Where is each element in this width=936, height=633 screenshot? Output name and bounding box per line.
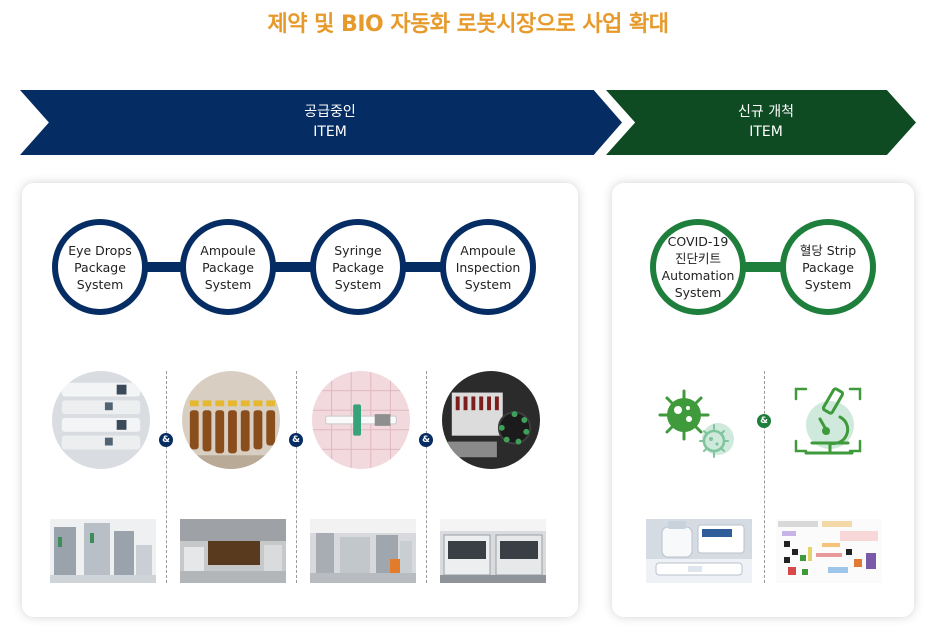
dashed-separator (764, 371, 765, 583)
item-label: Ampoule Inspection System (455, 242, 521, 292)
circle-connector-bar (698, 262, 828, 272)
new-banner-line1: 신규 개척 (738, 104, 794, 120)
ampersand-badge: & (419, 433, 433, 447)
item-label: COVID-19 진단키트 Automation System (661, 234, 735, 300)
item-label: 혈당 Strip Package System (799, 242, 857, 292)
ampoule-inspection-equipment-photo (440, 519, 546, 583)
ampersand-badge: & (159, 433, 173, 447)
item-circle-blood-glucose-strip[interactable]: 혈당 Strip Package System (780, 219, 876, 315)
ampoule-equipment-photo (180, 519, 286, 583)
current-banner-line1: 공급중인 (304, 104, 356, 120)
current-banner-line2: ITEM (313, 124, 347, 140)
ampersand-badge: & (289, 433, 303, 447)
new-items-panel: COVID-19 진단키트 Automation System 혈당 Strip… (612, 183, 914, 617)
syringe-product-photo (312, 371, 410, 469)
item-circle-eye-drops[interactable]: Eye Drops Package System (52, 219, 148, 315)
blood-strip-process-photo (776, 519, 882, 583)
item-label: Syringe Package System (332, 242, 384, 292)
ampoule-product-photo (182, 371, 280, 469)
dashed-separator (296, 371, 297, 583)
item-circle-covid19-kit[interactable]: COVID-19 진단키트 Automation System (650, 219, 746, 315)
covid19-kit-photo (646, 519, 752, 583)
circle-connector-bar (92, 262, 492, 272)
ampersand-badge: & (757, 414, 771, 428)
new-items-banner: 신규 개척 ITEM (606, 90, 916, 155)
microscope-icon (790, 383, 866, 463)
dashed-separator (166, 371, 167, 583)
item-label: Ampoule Package System (200, 242, 256, 292)
new-banner-line2: ITEM (749, 124, 783, 140)
syringe-equipment-photo (310, 519, 416, 583)
current-items-banner: 공급중인 ITEM (20, 90, 622, 155)
page-title: 제약 및 BIO 자동화 로봇시장으로 사업 확대 (267, 12, 669, 37)
item-label: Eye Drops Package System (68, 242, 132, 292)
item-circle-ampoule-inspection[interactable]: Ampoule Inspection System (440, 219, 536, 315)
virus-icon (654, 385, 740, 465)
item-circle-syringe-package[interactable]: Syringe Package System (310, 219, 406, 315)
eye-drops-product-photo (52, 371, 150, 469)
item-circle-ampoule-package[interactable]: Ampoule Package System (180, 219, 276, 315)
current-items-panel: Eye Drops Package System Ampoule Package… (22, 183, 578, 617)
ampoule-inspection-photo (442, 371, 540, 469)
dashed-separator (426, 371, 427, 583)
eye-drops-equipment-photo (50, 519, 156, 583)
